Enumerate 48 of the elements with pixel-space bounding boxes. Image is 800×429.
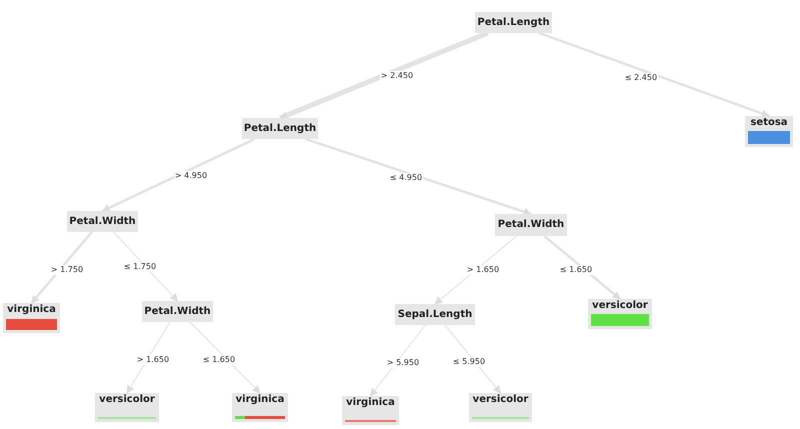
edge-label: ≤ 1.650 <box>202 355 236 365</box>
feature-name: Petal.Length <box>244 122 316 134</box>
edge-label: ≤ 2.450 <box>624 73 658 83</box>
feature-name: Petal.Width <box>69 216 136 228</box>
arrow <box>279 30 489 120</box>
edge-label: ≤ 4.950 <box>388 173 424 183</box>
split-box <box>395 304 475 325</box>
class-name: virginica <box>346 397 395 409</box>
feature-name: Petal.Width <box>498 219 564 231</box>
arrow <box>370 324 426 397</box>
edge-label: ≤ 1.650 <box>558 265 594 275</box>
split-box <box>475 12 552 33</box>
arrow <box>544 235 621 300</box>
feature-name: Petal.Width <box>144 306 211 318</box>
edge-label: > 1.750 <box>50 265 84 275</box>
feature-name: Sepal.Length <box>398 308 472 320</box>
leaf-box <box>588 299 652 329</box>
edge-label: ≤ 1.750 <box>122 262 158 272</box>
arrow <box>126 322 170 394</box>
leaf-box <box>95 393 159 422</box>
edge-label: > 1.650 <box>466 265 500 275</box>
arrow <box>189 322 261 394</box>
edge-label: > 2.450 <box>380 71 414 81</box>
arrow <box>304 138 532 216</box>
split-box <box>495 214 567 236</box>
leaf-box <box>3 303 60 333</box>
class-name: virginica <box>236 394 284 406</box>
edge-label: > 1.650 <box>136 355 170 365</box>
edge-label: > 4.950 <box>174 171 208 181</box>
edge-label: > 5.950 <box>386 358 420 368</box>
arrow <box>30 231 93 304</box>
split-box <box>242 118 318 139</box>
split-box <box>142 301 213 322</box>
split-box <box>67 211 138 232</box>
leaf-box <box>342 396 399 425</box>
leaf-box <box>469 393 532 422</box>
class-name: virginica <box>7 304 56 316</box>
arrow <box>538 32 770 118</box>
edge-label: ≤ 5.950 <box>452 357 486 367</box>
arrow <box>444 324 501 394</box>
class-name: versicolor <box>472 394 528 406</box>
class-name: versicolor <box>99 394 155 406</box>
leaf-box <box>232 393 288 422</box>
class-name: versicolor <box>592 300 648 312</box>
class-name: setosa <box>750 117 788 129</box>
leaf-box <box>745 116 793 147</box>
feature-name: Petal.Length <box>477 16 550 28</box>
arrow <box>102 138 256 212</box>
